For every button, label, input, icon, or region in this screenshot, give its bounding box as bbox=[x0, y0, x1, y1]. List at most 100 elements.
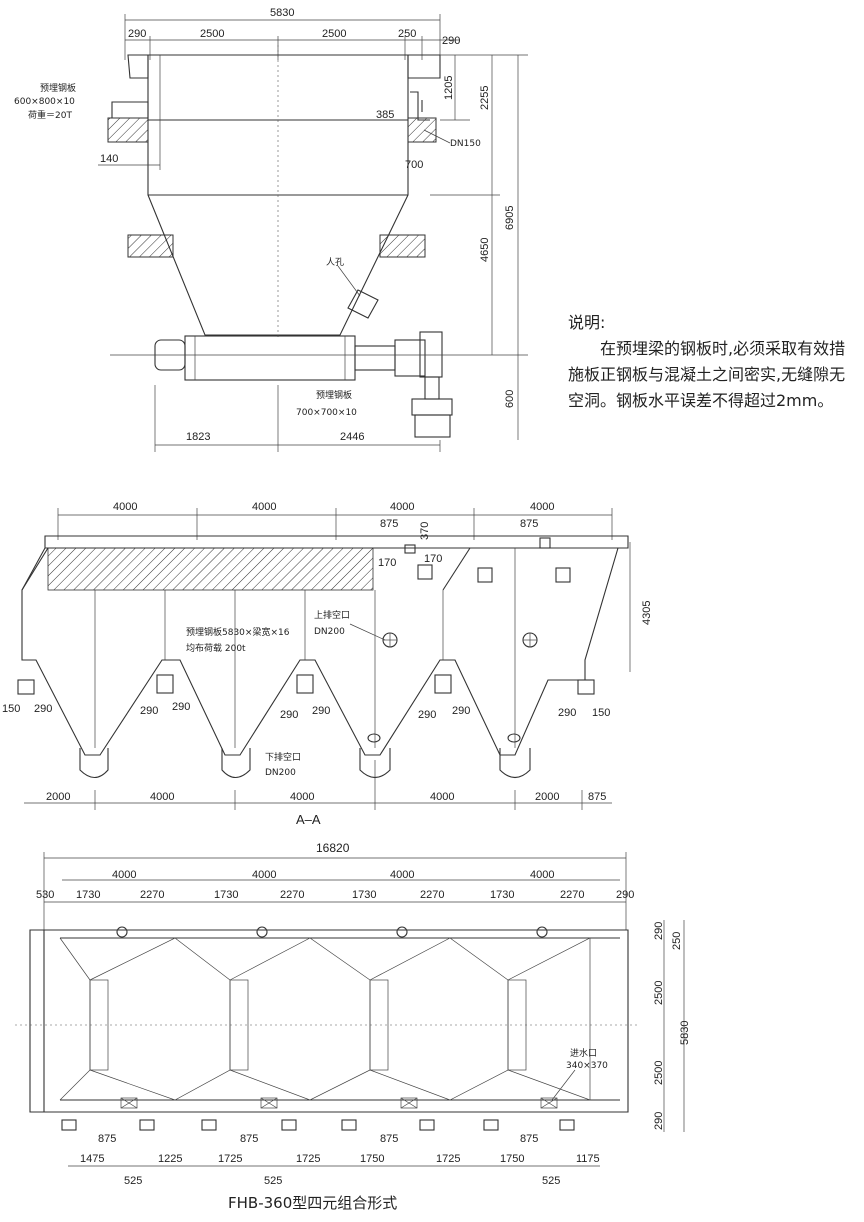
aa-dim-290-4: 290 bbox=[280, 709, 298, 721]
plan-1730-4: 1730 bbox=[490, 889, 514, 901]
dim-140: 140 bbox=[100, 153, 118, 165]
inlet-size: 340×370 bbox=[566, 1061, 608, 1071]
aa-dim-150-right: 150 bbox=[592, 707, 610, 719]
dim-700: 700 bbox=[405, 159, 423, 171]
plan-2270-1: 2270 bbox=[140, 889, 164, 901]
plan-1725-2: 1725 bbox=[296, 1153, 320, 1165]
aa-bottom-2000-right: 2000 bbox=[535, 791, 559, 803]
aa-dim-290-1: 290 bbox=[34, 703, 52, 715]
aa-dim-290-2: 290 bbox=[140, 705, 158, 717]
embed-plate-load: 荷重＝20T bbox=[28, 109, 72, 121]
plan-right-290-bottom: 290 bbox=[653, 1112, 665, 1130]
lower-outlet-title: 下排空口 bbox=[265, 751, 301, 763]
upper-outlet-title: 上排空口 bbox=[314, 609, 350, 621]
plate-note-1: 预埋钢板5830×梁宽×16 bbox=[186, 626, 290, 638]
aa-dim-290-7: 290 bbox=[452, 705, 470, 717]
inlet-title: 进水口 bbox=[570, 1047, 597, 1059]
plan-4000-2: 4000 bbox=[252, 869, 276, 881]
aa-dim-150-left: 150 bbox=[2, 703, 20, 715]
dim-1823: 1823 bbox=[186, 431, 210, 443]
aa-dim-4000-3: 4000 bbox=[390, 501, 414, 513]
aa-dim-290-3: 290 bbox=[172, 701, 190, 713]
plan-1225: 1225 bbox=[158, 1153, 182, 1165]
plan-4000-1: 4000 bbox=[112, 869, 136, 881]
plan-525-1: 525 bbox=[124, 1175, 142, 1187]
plan-875-2: 875 bbox=[240, 1133, 258, 1145]
aa-bottom-2000-left: 2000 bbox=[46, 791, 70, 803]
aa-bottom-875: 875 bbox=[588, 791, 606, 803]
plan-right-250: 250 bbox=[671, 932, 683, 950]
aa-dim-4000-4: 4000 bbox=[530, 501, 554, 513]
plan-right-290-top: 290 bbox=[653, 922, 665, 940]
aa-dim-875-right: 875 bbox=[520, 518, 538, 530]
aa-dim-4000-1: 4000 bbox=[113, 501, 137, 513]
plan-525-3: 525 bbox=[542, 1175, 560, 1187]
aa-dim-4305: 4305 bbox=[641, 601, 653, 625]
plan-1175: 1175 bbox=[576, 1153, 600, 1165]
notes-title: 说明: bbox=[568, 313, 606, 332]
dim-250: 250 bbox=[398, 28, 416, 40]
aa-dim-170-b: 170 bbox=[424, 553, 442, 565]
plan-875-1: 875 bbox=[98, 1133, 116, 1145]
embed-plate2-size: 700×700×10 bbox=[296, 408, 357, 418]
plan-view: 16820 4000 4000 4000 4000 530 1730 2270 … bbox=[15, 841, 691, 1187]
notes-block: 说明: 在预埋梁的钢板时,必须采取有效措施板正钢板与混凝土之间密实,无缝隙无空洞… bbox=[568, 310, 858, 414]
aa-bottom-4000-2: 4000 bbox=[290, 791, 314, 803]
dim-385: 385 bbox=[376, 109, 394, 121]
plan-525-2: 525 bbox=[264, 1175, 282, 1187]
dim-2446: 2446 bbox=[340, 431, 364, 443]
plan-4000-4: 4000 bbox=[530, 869, 554, 881]
dn150-label: DN150 bbox=[450, 139, 481, 149]
aa-dim-875: 875 bbox=[380, 518, 398, 530]
aa-dim-290-6: 290 bbox=[418, 709, 436, 721]
dim-4650: 4650 bbox=[479, 238, 491, 262]
plan-1725-3: 1725 bbox=[436, 1153, 460, 1165]
section-label-aa: A–A bbox=[296, 812, 321, 827]
plan-2270-2: 2270 bbox=[280, 889, 304, 901]
plan-875-3: 875 bbox=[380, 1133, 398, 1145]
plan-1475: 1475 bbox=[80, 1153, 104, 1165]
dim-2500-left: 2500 bbox=[200, 28, 224, 40]
dim-290-left: 290 bbox=[128, 28, 146, 40]
plan-2270-4: 2270 bbox=[560, 889, 584, 901]
plan-1750-1: 1750 bbox=[360, 1153, 384, 1165]
aa-dim-170-a: 170 bbox=[378, 557, 396, 569]
dim-290-right: 290 bbox=[442, 35, 460, 47]
manhole-label: 人孔 bbox=[326, 257, 344, 268]
aa-dim-290-5: 290 bbox=[312, 705, 330, 717]
dim-2255: 2255 bbox=[479, 86, 491, 110]
plan-1750-2: 1750 bbox=[500, 1153, 524, 1165]
dim-6905: 6905 bbox=[504, 206, 516, 230]
plan-290: 290 bbox=[616, 889, 634, 901]
embed-plate-title: 预埋钢板 bbox=[40, 82, 76, 94]
aa-dim-370: 370 bbox=[419, 522, 431, 540]
notes-body: 在预埋梁的钢板时,必须采取有效措施板正钢板与混凝土之间密实,无缝隙无空洞。钢板水… bbox=[568, 339, 846, 410]
upper-outlet-size: DN200 bbox=[314, 627, 345, 637]
plan-1730-3: 1730 bbox=[352, 889, 376, 901]
embed-plate-size: 600×800×10 bbox=[14, 97, 75, 107]
plan-right-5830: 5830 bbox=[679, 1021, 691, 1045]
plate-note-2: 均布荷载 200t bbox=[186, 642, 246, 654]
plan-875-4: 875 bbox=[520, 1133, 538, 1145]
plan-right-2500-bottom: 2500 bbox=[653, 1061, 665, 1085]
plan-4000-3: 4000 bbox=[390, 869, 414, 881]
plan-1730-2: 1730 bbox=[214, 889, 238, 901]
embed-plate2-title: 预埋钢板 bbox=[316, 389, 352, 401]
plan-1725-1: 1725 bbox=[218, 1153, 242, 1165]
top-elevation: 5830 290 2500 2500 250 290 bbox=[14, 7, 528, 452]
figure-caption: FHB-360型四元组合形式 bbox=[228, 1194, 398, 1212]
plan-2270-3: 2270 bbox=[420, 889, 444, 901]
dim-600: 600 bbox=[504, 390, 516, 408]
aa-bottom-4000-1: 4000 bbox=[150, 791, 174, 803]
dim-2500-right: 2500 bbox=[322, 28, 346, 40]
aa-dim-4000-2: 4000 bbox=[252, 501, 276, 513]
lower-outlet-size: DN200 bbox=[265, 768, 296, 778]
plan-1730-1: 1730 bbox=[76, 889, 100, 901]
plan-530: 530 bbox=[36, 889, 54, 901]
section-aa: 4000 4000 4000 4000 875 370 170 170 875 bbox=[2, 501, 653, 827]
dim-1205: 1205 bbox=[443, 76, 455, 100]
dim-5830: 5830 bbox=[270, 7, 294, 19]
aa-bottom-4000-3: 4000 bbox=[430, 791, 454, 803]
aa-dim-290-8: 290 bbox=[558, 707, 576, 719]
